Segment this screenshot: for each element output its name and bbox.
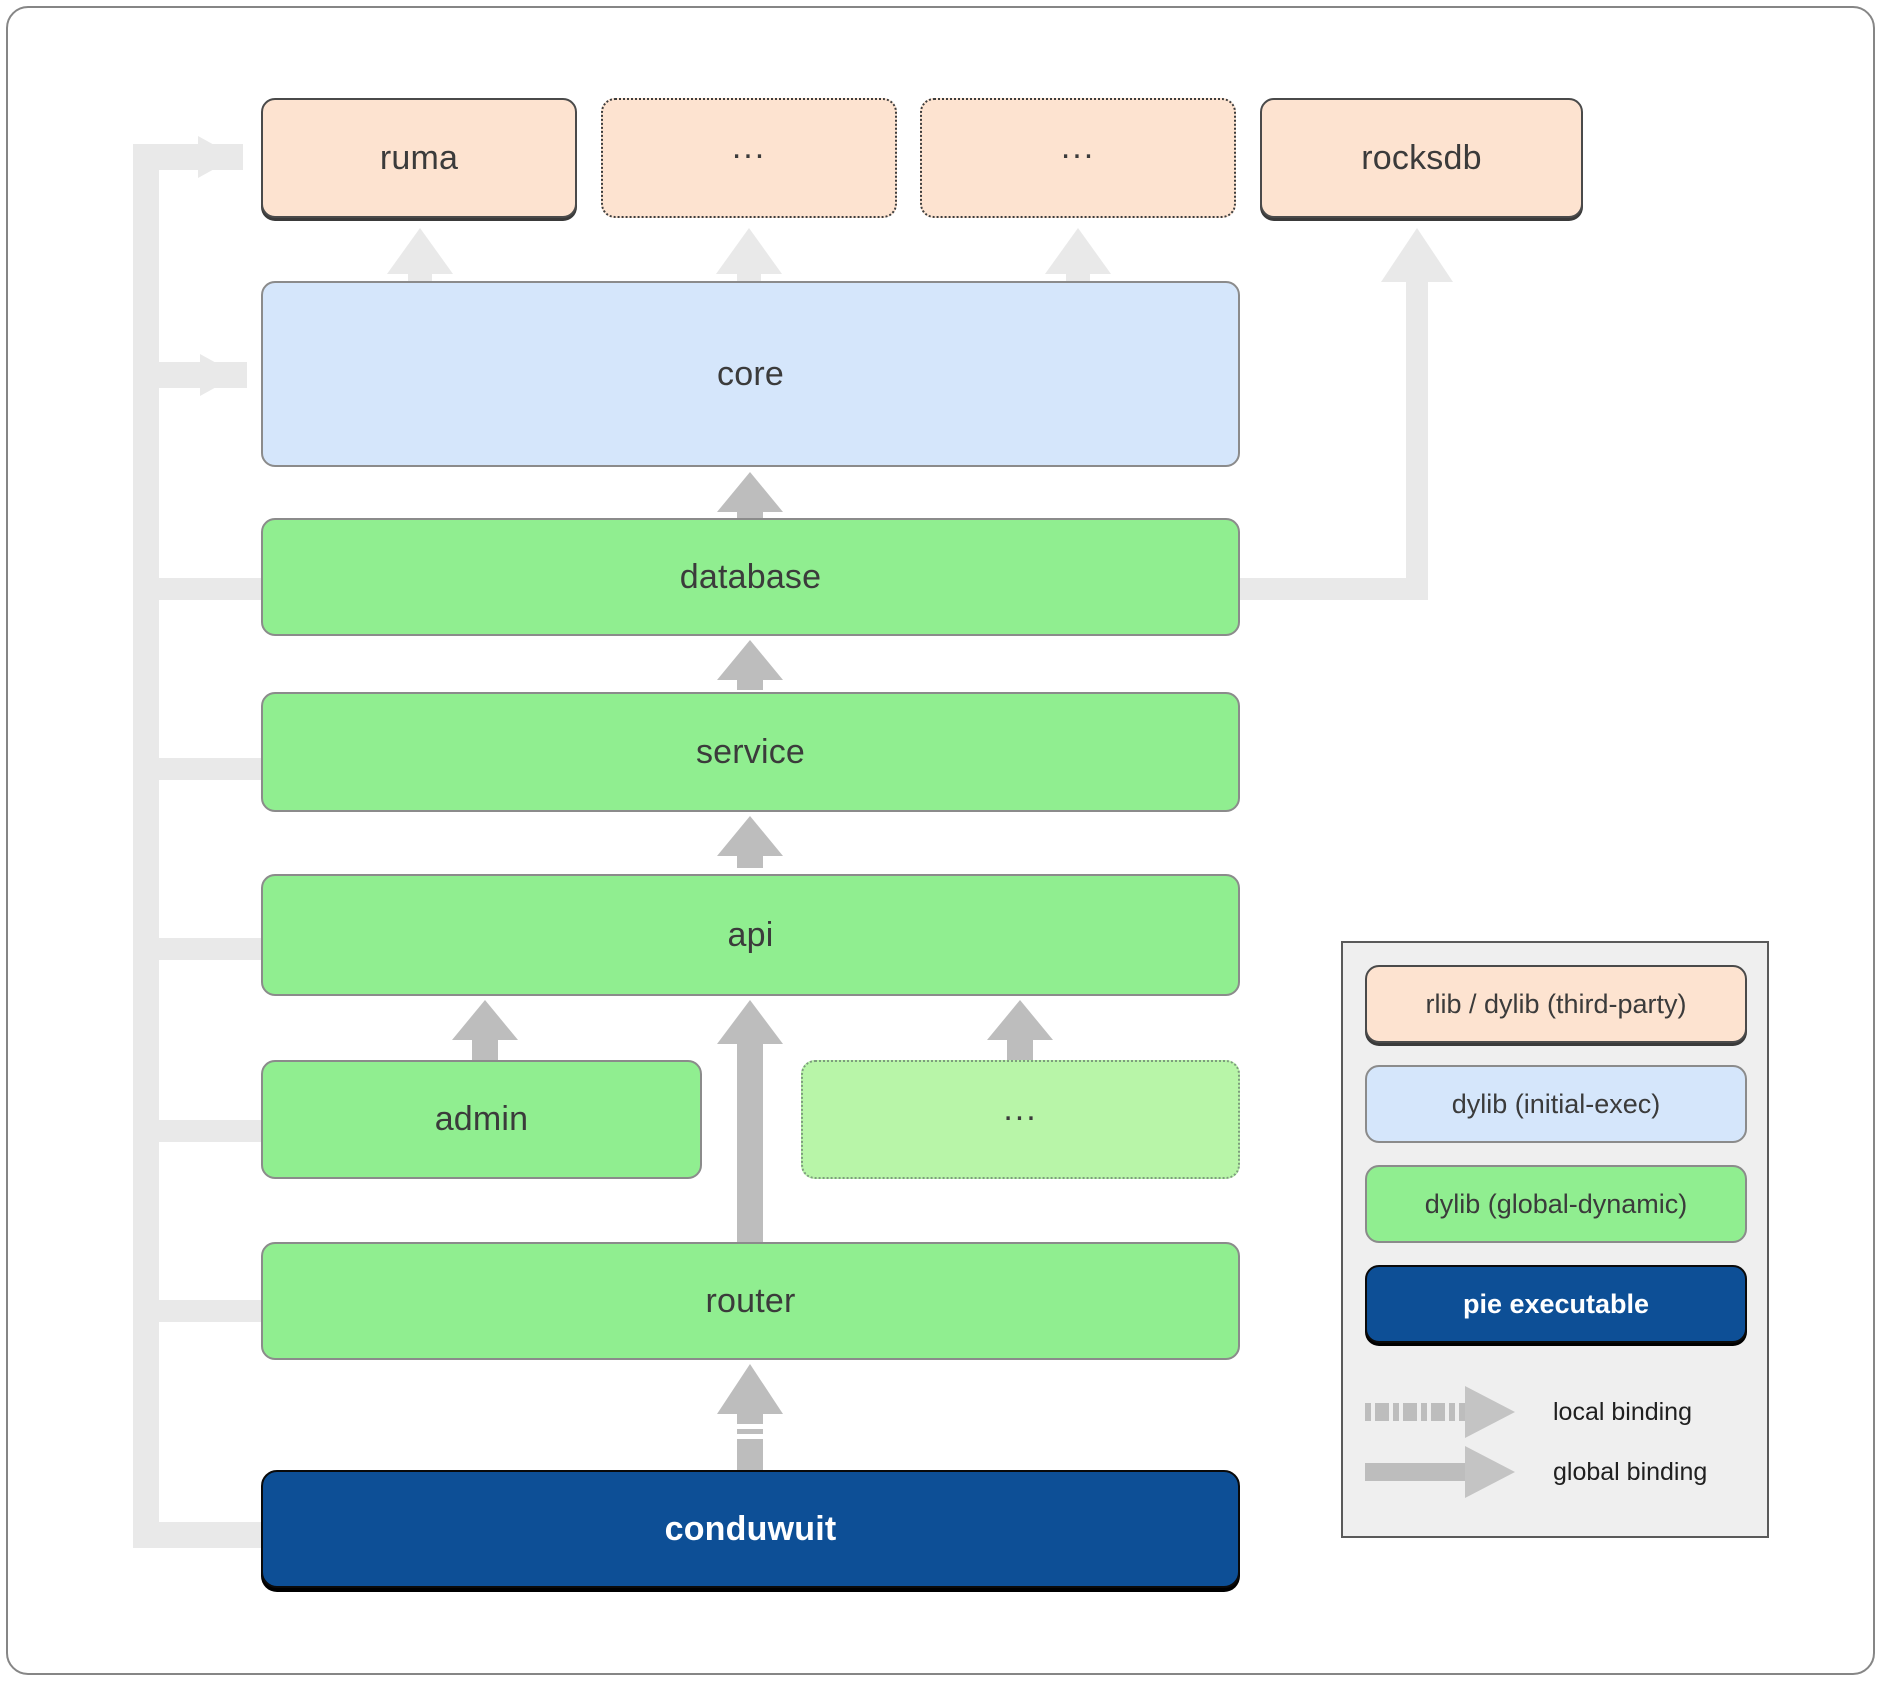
- bus-database-to-rocksdb-vertical: [1406, 250, 1428, 590]
- node-service[interactable]: service: [261, 692, 1240, 812]
- legend-chip-third-party: rlib / dylib (third-party): [1365, 965, 1747, 1043]
- node-admin-label: admin: [434, 1100, 529, 1138]
- legend-chip-pie-executable: pie executable: [1365, 1265, 1747, 1343]
- arrow-api-placeholder-to-api: [987, 1000, 1053, 1060]
- bus-branch-database: [152, 578, 272, 600]
- node-top-placeholder-2-label: ...: [1060, 128, 1096, 167]
- arrow-core-to-ruma: [387, 228, 453, 284]
- node-api[interactable]: api: [261, 874, 1240, 996]
- legend-panel: rlib / dylib (third-party) dylib (initia…: [1341, 941, 1769, 1538]
- bus-trunk-vertical: [133, 144, 159, 1544]
- arrow-database-to-core: [717, 472, 783, 520]
- legend-chip-global-dynamic-label: dylib (global-dynamic): [1424, 1188, 1688, 1219]
- node-api-label: api: [727, 915, 774, 954]
- node-conduwuit-label: conduwuit: [664, 1509, 837, 1548]
- node-api-placeholder[interactable]: ...: [801, 1060, 1240, 1179]
- node-rocksdb[interactable]: rocksdb: [1260, 98, 1583, 218]
- legend-chip-pie-executable-label: pie executable: [1462, 1288, 1650, 1319]
- node-conduwuit[interactable]: conduwuit: [261, 1470, 1240, 1588]
- node-admin[interactable]: admin: [261, 1060, 702, 1179]
- arrow-router-to-api: [717, 1000, 783, 1244]
- bus-arrowhead-ruma: [198, 136, 236, 178]
- legend-row-global-binding: global binding: [1365, 1443, 1753, 1501]
- arrow-admin-to-api: [452, 1000, 518, 1060]
- node-core-label: core: [717, 354, 784, 393]
- legend-row-local-binding: local binding: [1365, 1383, 1753, 1441]
- legend-chip-global-dynamic: dylib (global-dynamic): [1365, 1165, 1747, 1243]
- node-core[interactable]: core: [261, 281, 1240, 467]
- legend-chip-initial-exec-label: dylib (initial-exec): [1451, 1088, 1661, 1119]
- node-top-placeholder-1[interactable]: ...: [601, 98, 897, 218]
- node-ruma[interactable]: ruma: [261, 98, 577, 218]
- global-binding-arrow-icon: [1365, 1446, 1525, 1498]
- bus-database-to-rocksdb-horizontal: [1238, 578, 1428, 600]
- bus-branch-admin: [152, 1120, 272, 1142]
- bus-arrowhead-core: [200, 354, 238, 396]
- diagram-frame: [6, 6, 1875, 1675]
- node-rocksdb-label: rocksdb: [1361, 138, 1482, 177]
- bus-branch-api: [152, 938, 272, 960]
- node-router[interactable]: router: [261, 1242, 1240, 1360]
- local-binding-arrow-icon: [1365, 1386, 1525, 1438]
- node-top-placeholder-2[interactable]: ...: [920, 98, 1236, 218]
- node-ruma-label: ruma: [379, 138, 459, 177]
- bus-branch-service: [152, 758, 272, 780]
- node-top-placeholder-1-label: ...: [731, 128, 767, 167]
- legend-row-local-binding-label: local binding: [1553, 1397, 1692, 1426]
- arrow-service-to-database: [717, 640, 783, 690]
- legend-chip-third-party-label: rlib / dylib (third-party): [1425, 988, 1687, 1019]
- bus-branch-conduwuit: [133, 1522, 273, 1548]
- node-database[interactable]: database: [261, 518, 1240, 636]
- bus-branch-router: [152, 1300, 272, 1322]
- legend-row-global-binding-label: global binding: [1553, 1457, 1708, 1486]
- node-database-label: database: [679, 557, 822, 596]
- arrow-api-to-service: [717, 816, 783, 868]
- arrow-core-to-top-placeholder-1: [716, 228, 782, 284]
- node-service-label: service: [695, 732, 806, 771]
- arrow-database-to-rocksdb: [1381, 228, 1453, 282]
- arrow-core-to-top-placeholder-2: [1045, 228, 1111, 284]
- arrow-conduwuit-to-router: [717, 1364, 783, 1480]
- arrow-conduwuit-to-router-dashed-shaft: [737, 1412, 763, 1480]
- legend-chip-initial-exec: dylib (initial-exec): [1365, 1065, 1747, 1143]
- node-api-placeholder-label: ...: [1003, 1089, 1038, 1128]
- node-router-label: router: [705, 1281, 796, 1320]
